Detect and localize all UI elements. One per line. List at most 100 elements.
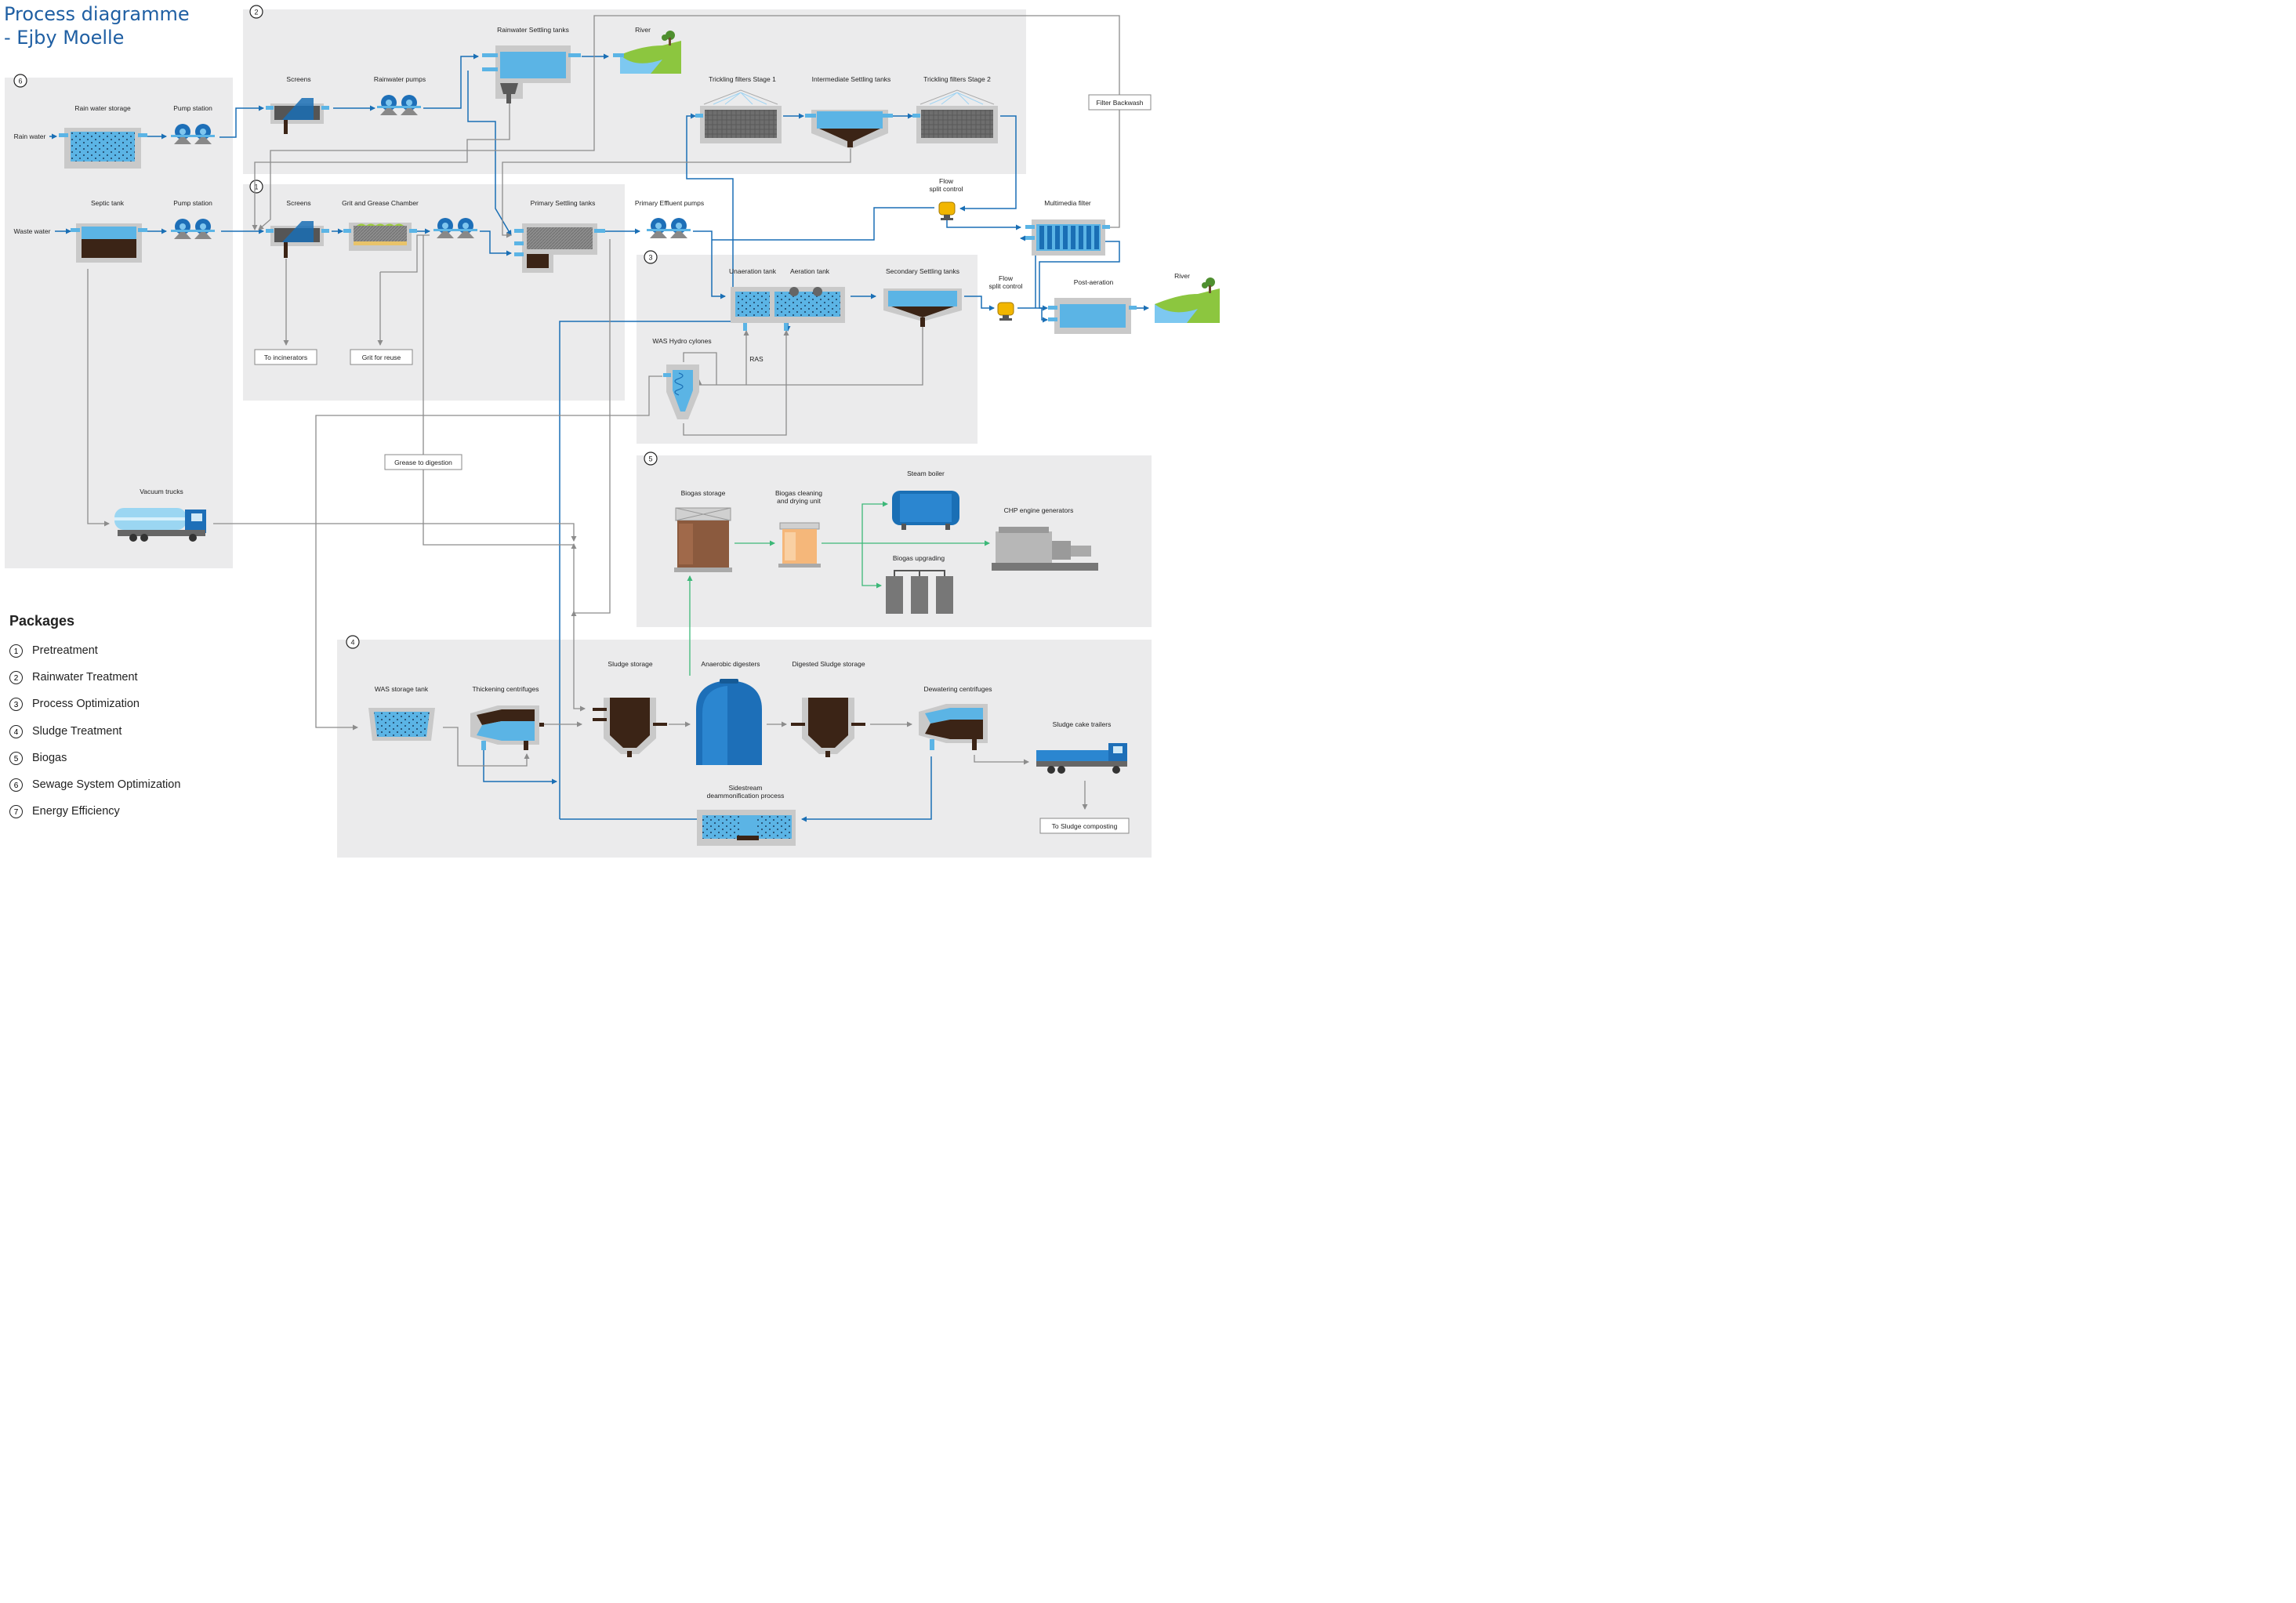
title-line-2: - Ejby Moelle — [4, 27, 125, 49]
primary-effluent-pumps — [647, 218, 691, 238]
rain-water-label: Rain water — [14, 132, 46, 140]
multimedia-filter — [1025, 219, 1110, 256]
sidestream-line1: Sidestream — [729, 784, 763, 792]
aeration-tank-label: Aeration tank — [790, 267, 830, 275]
zone-3-number: 3 — [648, 254, 652, 262]
grit-for-reuse-label: Grit for reuse — [362, 354, 401, 361]
steam-boiler-label: Steam boiler — [907, 470, 945, 477]
legend-number: 1 — [9, 644, 23, 658]
biogas-storage-label: Biogas storage — [681, 489, 726, 497]
unaeration-aeration-tank — [731, 287, 845, 331]
secondary-settling-label: Secondary Settling tanks — [886, 267, 959, 275]
rain-water-storage-label: Rain water storage — [74, 104, 131, 112]
flow-split-2-line2: split control — [989, 282, 1023, 290]
biogas-cleaning-line1: Biogas cleaning — [775, 489, 822, 497]
vacuum-truck — [114, 508, 206, 542]
page-title: Process diagramme - Ejby Moelle — [4, 2, 190, 49]
screens-pretreatment — [266, 221, 329, 258]
sludge-flow-lines — [87, 15, 1120, 810]
biogas-storage-tank — [674, 507, 732, 572]
was-storage-label: WAS storage tank — [375, 685, 429, 693]
legend-item: 6 Sewage System Optimization — [9, 778, 180, 805]
screens-rain-label: Screens — [286, 75, 310, 83]
rainwater-settling-tanks-label: Rainwater Settling tanks — [497, 26, 569, 34]
primary-settling-label: Primary Settling tanks — [531, 199, 596, 207]
steam-boiler — [892, 491, 959, 530]
rainwater-pumps — [377, 95, 421, 115]
pump-station-1-label: Pump station — [173, 104, 212, 112]
screens-rain — [266, 98, 329, 134]
grit-pumps — [433, 218, 477, 238]
anaerobic-label: Anaerobic digesters — [701, 660, 760, 668]
legend-label: Rainwater Treatment — [32, 671, 138, 684]
sludge-cake-trailer — [1036, 743, 1127, 774]
trickling-filter-stage-1 — [695, 89, 782, 143]
river-right — [1155, 277, 1220, 323]
grit-grease-label: Grit and Grease Chamber — [342, 199, 419, 207]
legend-number: 2 — [9, 671, 23, 685]
zone-4-number: 4 — [350, 639, 354, 647]
flow-split-control-2 — [997, 302, 1014, 321]
was-hydro-cyclone — [663, 364, 699, 419]
grease-to-digestion-label: Grease to digestion — [394, 459, 452, 466]
vacuum-trucks-label: Vacuum trucks — [140, 488, 183, 495]
title-line-1: Process diagramme — [4, 3, 190, 25]
sidestream-deammonification-tank — [697, 810, 796, 846]
zone-2-number: 2 — [254, 9, 258, 16]
zone-6-number: 6 — [18, 78, 22, 85]
legend-number: 4 — [9, 724, 23, 738]
was-hydro-label: WAS Hydro cylones — [652, 337, 711, 345]
rainwater-pumps-label: Rainwater pumps — [374, 75, 426, 83]
sludge-cake-label: Sludge cake trailers — [1053, 720, 1112, 728]
pump-station-waste — [171, 219, 215, 239]
septic-tank-label: Septic tank — [91, 199, 125, 207]
legend-number: 7 — [9, 805, 23, 819]
chp-engine-generator — [992, 527, 1098, 571]
thickening-centrifuge — [470, 705, 544, 750]
river-top — [613, 31, 681, 74]
post-aeration-tank — [1048, 298, 1137, 334]
legend-label: Sewage System Optimization — [32, 778, 181, 791]
primary-effluent-pumps-label: Primary Effluent pumps — [635, 199, 704, 207]
secondary-settling-tank — [883, 288, 962, 327]
trickling-filters-2-label: Trickling filters Stage 2 — [923, 75, 991, 83]
digested-sludge-storage-tank — [791, 698, 865, 757]
legend-number: 5 — [9, 751, 23, 765]
thickening-label: Thickening centrifuges — [472, 685, 539, 693]
boxed-labels: To incinerators Grit for reuse Grease to… — [254, 94, 1152, 834]
sludge-storage-label: Sludge storage — [608, 660, 652, 668]
biogas-upgrading-unit — [886, 570, 953, 614]
rainwater-settling-tank — [482, 45, 581, 103]
trickling-filter-stage-2 — [912, 89, 998, 143]
filter-backwash-label: Filter Backwash — [1097, 99, 1144, 107]
intermediate-settling-tank — [805, 110, 893, 149]
ras-label: RAS — [749, 355, 764, 363]
digested-storage-label: Digested Sludge storage — [792, 660, 865, 668]
legend-title: Packages — [9, 613, 75, 629]
zone-2-rainwater — [243, 9, 1026, 174]
flow-split-1-line2: split control — [930, 185, 963, 193]
trickling-filters-1-label: Trickling filters Stage 1 — [709, 75, 776, 83]
primary-settling-tank — [514, 223, 605, 273]
septic-tank — [71, 223, 147, 263]
equipment-labels: Rain water Waste water Rain water storag… — [14, 26, 1191, 800]
zone-number-circles: 6 2 1 3 5 4 — [13, 5, 658, 649]
dewatering-label: Dewatering centrifuges — [924, 685, 992, 693]
legend-item: 2 Rainwater Treatment — [9, 671, 180, 698]
multimedia-filter-label: Multimedia filter — [1044, 199, 1091, 207]
to-incinerators-label: To incinerators — [264, 354, 307, 361]
river-top-label: River — [635, 26, 651, 34]
biogas-cleaning-unit — [778, 522, 821, 568]
grit-grease-chamber — [343, 223, 417, 251]
water-flow-lines — [49, 53, 1149, 822]
river-right-label: River — [1174, 272, 1190, 280]
flow-split-2-line1: Flow — [999, 274, 1014, 282]
zone-5-number: 5 — [648, 455, 652, 463]
legend-label: Pretreatment — [32, 644, 98, 657]
was-storage-tank — [368, 708, 435, 741]
intermediate-settling-label: Intermediate Settling tanks — [812, 75, 891, 83]
legend-number: 6 — [9, 778, 23, 792]
